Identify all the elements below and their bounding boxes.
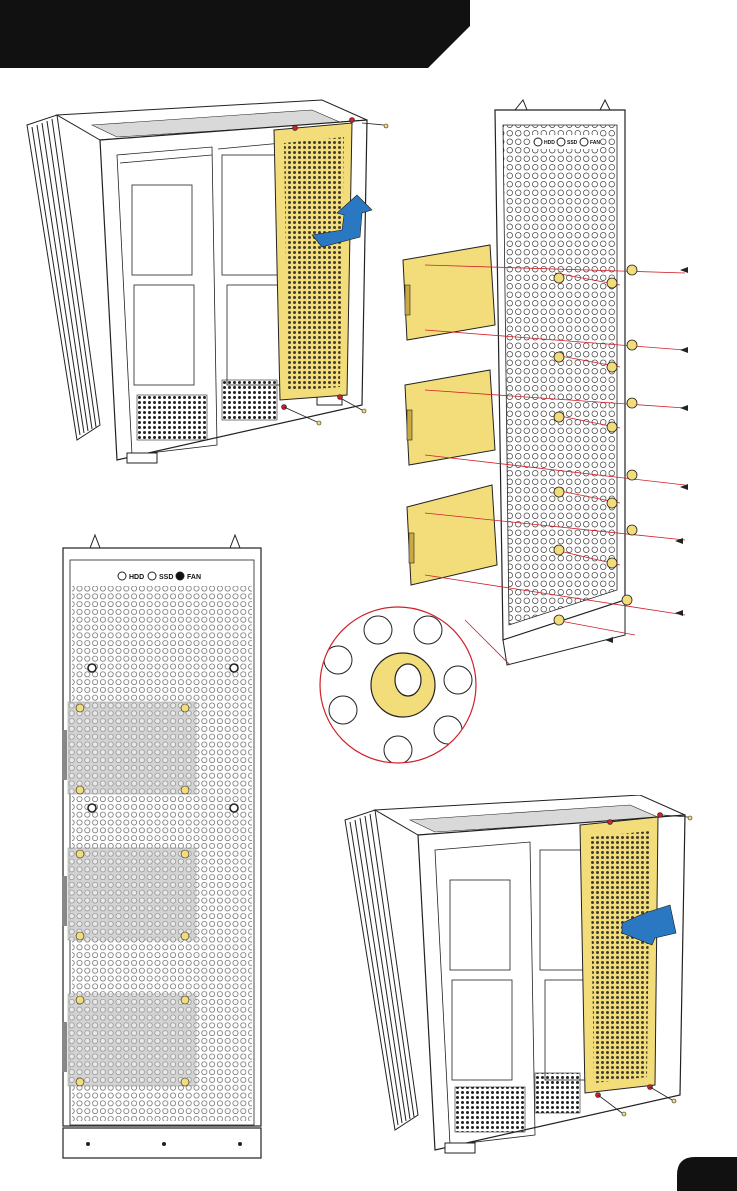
- tray-drive-mounting-illustration: HDD SSD FAN: [395, 95, 730, 670]
- tray-label-fan: FAN: [590, 140, 600, 146]
- tray-front-view-illustration: HDD SSD FAN: [60, 530, 265, 1160]
- case-tray-removal-illustration: [22, 95, 400, 470]
- front-label-fan: FAN: [187, 574, 201, 581]
- front-label-hdd: HDD: [129, 574, 144, 581]
- ssd-drive-2: [405, 370, 495, 465]
- ssd-drive-3: [407, 485, 497, 585]
- tray-label-ssd: SSD: [567, 140, 578, 146]
- ssd-drive-1: [403, 245, 495, 340]
- tray-label-hdd: HDD: [544, 140, 555, 146]
- header-bar: [0, 0, 470, 68]
- case-tray-install-illustration: [340, 795, 718, 1160]
- standoff-magnifier-illustration: [318, 600, 483, 770]
- page-number: [677, 1157, 737, 1191]
- front-label-ssd: SSD: [159, 574, 173, 581]
